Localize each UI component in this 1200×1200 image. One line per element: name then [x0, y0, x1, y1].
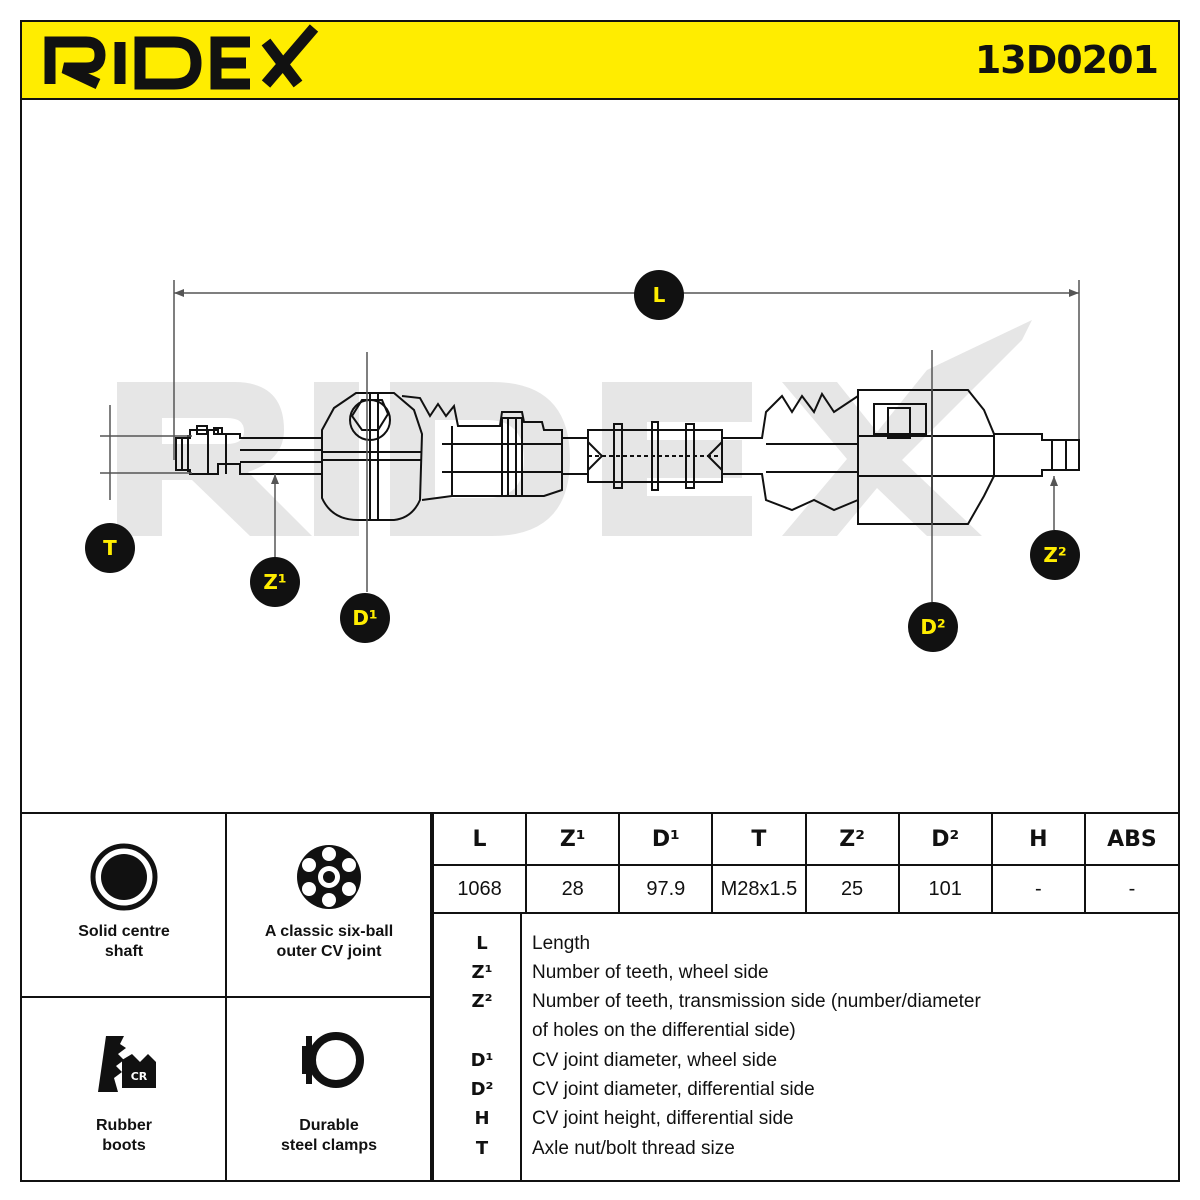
spec-value: 97.9 — [618, 865, 713, 914]
legend-divider — [520, 914, 522, 1182]
legend-desc: CV joint diameter, differential side — [532, 1079, 815, 1100]
solid-shaft-icon — [90, 843, 158, 911]
feature-label: A classic six-ball outer CV joint — [264, 923, 394, 960]
legend-desc: Number of teeth, transmission side (numb… — [532, 991, 981, 1012]
spec-header: Z² — [804, 814, 899, 866]
legend-desc: Axle nut/bolt thread size — [532, 1138, 735, 1159]
drive-shaft-diagram: L T Z¹ D¹ D² Z² — [22, 100, 1178, 812]
spec-section: Solid centre shaft A classic six-ball ou… — [22, 812, 1178, 1182]
spec-value: - — [1083, 865, 1178, 914]
spec-header: L — [431, 814, 527, 866]
legend-divider — [432, 914, 434, 1182]
divider — [225, 814, 227, 1182]
marker-Z1: Z¹ — [250, 557, 300, 607]
spec-value: 101 — [897, 865, 992, 914]
spec-header: Z¹ — [525, 814, 620, 866]
legend-desc: Number of teeth, wheel side — [532, 962, 769, 983]
marker-T: T — [85, 523, 135, 573]
divider — [430, 814, 432, 1182]
legend-key: L — [476, 933, 488, 954]
marker-L: L — [634, 270, 684, 320]
legend-row: H CV joint height, differential side — [432, 1104, 1178, 1133]
legend-desc: of holes on the differential side) — [532, 1020, 796, 1041]
legend-key: H — [474, 1108, 490, 1129]
legend-row: T Axle nut/bolt thread size — [432, 1134, 1178, 1163]
steel-clamp-icon — [302, 1032, 364, 1088]
spec-header: ABS — [1083, 814, 1178, 866]
spec-header: H — [990, 814, 1085, 866]
legend-desc: CV joint diameter, wheel side — [532, 1050, 778, 1071]
spec-value: 25 — [804, 865, 899, 914]
spec-value: 28 — [525, 865, 620, 914]
feature-label: Solid centre shaft — [78, 923, 170, 960]
legend-key: D² — [470, 1079, 494, 1100]
legend-row: L Length — [432, 929, 1178, 958]
legend-desc: CV joint height, differential side — [532, 1108, 794, 1129]
spec-value-row: 1068 28 97.9 M28x1.5 25 101 - - — [431, 865, 1178, 914]
rubber-boot-icon: CR — [98, 1036, 156, 1092]
header-bar: 13D0201 — [22, 22, 1178, 100]
legend-row: Z² Number of teeth, transmission side (nu… — [432, 987, 1178, 1016]
feature-six-ball-joint: A classic six-ball outer CV joint — [226, 814, 432, 996]
ridex-watermark — [117, 320, 1032, 536]
six-ball-joint-icon — [297, 845, 361, 909]
rubber-boot-badge: CR — [131, 1070, 148, 1083]
feature-solid-shaft: Solid centre shaft — [22, 814, 226, 996]
marker-Z2: Z² — [1030, 530, 1080, 580]
legend-desc: Length — [532, 933, 591, 954]
legend-key: T — [475, 1138, 489, 1159]
legend-key: Z² — [471, 991, 493, 1012]
legend-row: D² CV joint diameter, differential side — [432, 1075, 1178, 1104]
feature-label: Durable steel clamps — [280, 1117, 378, 1154]
feature-rubber-boots: CR Rubber boots — [22, 998, 226, 1182]
page-frame — [20, 20, 1180, 1182]
spec-header: D² — [897, 814, 992, 866]
marker-D2: D² — [908, 602, 958, 652]
part-number: 13D0201 — [974, 38, 1159, 82]
divider — [22, 996, 432, 998]
legend-key: D¹ — [470, 1050, 494, 1071]
spec-header: D¹ — [618, 814, 713, 866]
legend-key: Z¹ — [471, 962, 493, 983]
legend-row: Z¹ Number of teeth, wheel side — [432, 958, 1178, 987]
marker-D1: D¹ — [340, 593, 390, 643]
spec-header: T — [711, 814, 806, 866]
legend-row: D¹ CV joint diameter, wheel side — [432, 1046, 1178, 1075]
legend-row: of holes on the differential side) — [432, 1016, 1178, 1045]
spec-value: 1068 — [431, 865, 527, 914]
spec-table: L Z¹ D¹ T Z² D² H ABS 1068 28 97.9 M28x1… — [431, 814, 1178, 914]
spec-header-row: L Z¹ D¹ T Z² D² H ABS — [431, 814, 1178, 866]
spec-value: M28x1.5 — [711, 865, 806, 914]
legend: L Length Z¹ Number of teeth, wheel side Z²… — [432, 914, 1178, 1182]
drive-shaft-drawing — [100, 280, 1080, 602]
feature-steel-clamps: Durable steel clamps — [226, 998, 432, 1182]
feature-label: Rubber boots — [96, 1117, 152, 1154]
ridex-logo — [44, 24, 319, 90]
spec-value: - — [990, 865, 1085, 914]
